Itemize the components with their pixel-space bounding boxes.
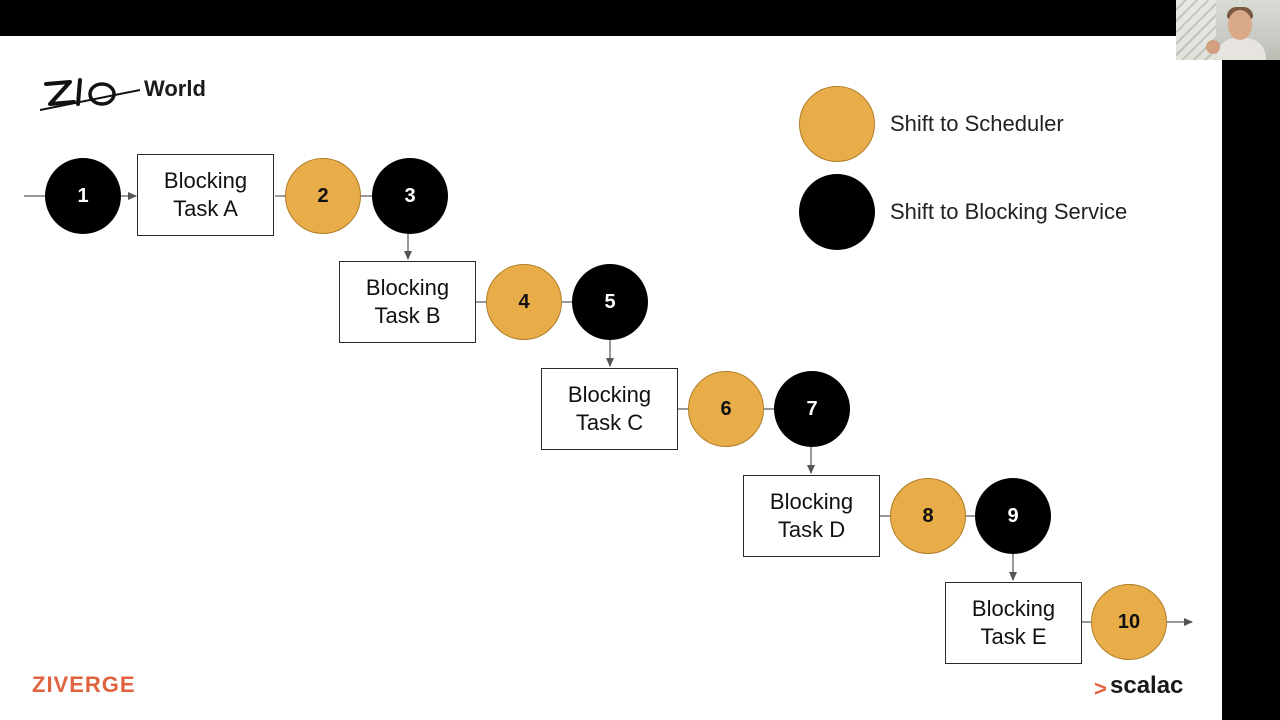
task-a-line2: Task A [173, 196, 238, 221]
node-3: 3 [372, 158, 448, 234]
zio-logo [40, 78, 140, 111]
node-7: 7 [774, 371, 850, 447]
task-e-line1: Blocking [971, 596, 1056, 621]
task-e: Blocking Task E [945, 582, 1082, 664]
legend-scheduler-swatch [799, 86, 875, 162]
task-e-line2: Task E [980, 624, 1047, 649]
webcam-thumbnail[interactable] [1176, 0, 1280, 60]
webcam-person-hand [1206, 40, 1220, 54]
node-4: 4 [486, 264, 562, 340]
task-c: Blocking Task C [541, 368, 678, 450]
task-b: Blocking Task B [339, 261, 476, 343]
node-6: 6 [688, 371, 764, 447]
task-c-line1: Blocking [567, 382, 652, 407]
node-1: 1 [45, 158, 121, 234]
webcam-person-head [1228, 10, 1252, 40]
node-9: 9 [975, 478, 1051, 554]
legend-blocking-label: Shift to Blocking Service [890, 199, 1128, 224]
task-b-line1: Blocking [365, 275, 450, 300]
task-c-line2: Task C [575, 410, 644, 435]
task-d-line1: Blocking [769, 489, 854, 514]
legend-blocking-swatch [799, 174, 875, 250]
brand-title: World [144, 76, 206, 101]
task-b-line2: Task B [374, 303, 441, 328]
task-d: Blocking Task D [743, 475, 880, 557]
task-d-line2: Task D [777, 517, 846, 542]
node-8: 8 [890, 478, 966, 554]
node-10: 10 [1091, 584, 1167, 660]
ziverge-logo: ZIVERGE [32, 672, 136, 697]
legend-scheduler-label: Shift to Scheduler [890, 111, 1064, 136]
node-5: 5 [572, 264, 648, 340]
webcam-person-body [1216, 38, 1266, 60]
scalac-logo: scalac [1110, 672, 1184, 699]
scalac-chevron-icon: > [1094, 676, 1107, 701]
right-bar [1222, 60, 1280, 720]
task-a: Blocking Task A [137, 154, 274, 236]
node-2: 2 [285, 158, 361, 234]
top-bar [0, 0, 1280, 36]
task-a-line1: Blocking [163, 168, 248, 193]
